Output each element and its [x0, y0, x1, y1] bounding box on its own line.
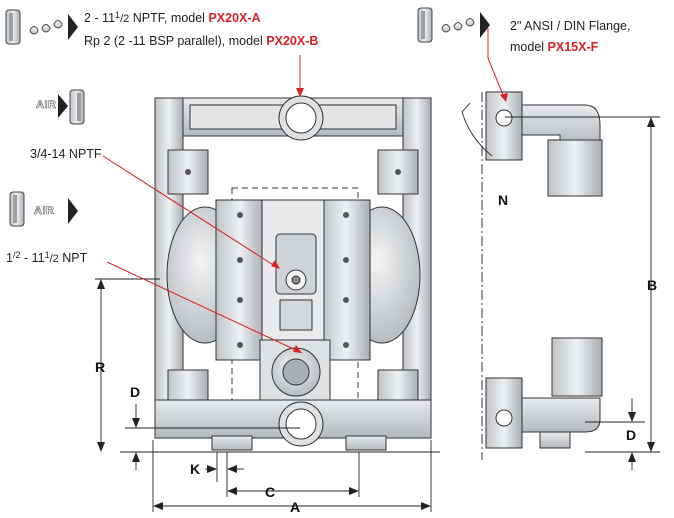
flange-label-line2: model PX15X-F [510, 40, 599, 54]
fluid-port-drops-icon [417, 7, 490, 43]
leader-lines [102, 28, 506, 353]
fluid-bsp-label: Rp 2 (2 -11 BSP parallel), model PX20X-B [84, 34, 318, 48]
flange-elbow-bottom [521, 397, 601, 433]
dim-b-label: B [647, 277, 657, 293]
flange-label-line1: 2" ANSI / DIN Flange, [510, 19, 630, 33]
flange-elbow-top [521, 104, 601, 146]
air-exhaust-label: 1/2 - 111/2 NPT [6, 250, 88, 265]
air-inlet-badge: AIR [36, 99, 56, 111]
fluid-port-drops-icon [5, 9, 78, 45]
air-inlet-label: 3/4-14 NPTF [30, 147, 102, 161]
flange-side-view [485, 91, 603, 449]
pump-body [154, 95, 432, 451]
air-exhaust-icon: AIR [9, 191, 78, 227]
dim-k-label: K [190, 461, 200, 477]
dim-d-left-label: D [130, 384, 140, 400]
clamp-bottom-right [377, 369, 419, 401]
right-fluid-cover [321, 199, 371, 361]
flange-cover-bottom [551, 337, 603, 397]
dim-c-label: C [265, 484, 275, 500]
dim-a-label: A [290, 499, 300, 515]
muffler-block [279, 299, 313, 331]
dim-n-label: N [498, 192, 508, 208]
dimension-arrows [97, 117, 655, 510]
dimension-lines [95, 102, 660, 512]
air-exhaust-badge: AIR [34, 205, 54, 217]
left-fluid-cover [215, 199, 265, 361]
dim-d-right-label: D [626, 427, 636, 443]
bolts [185, 169, 401, 348]
clamp-bottom-left [167, 369, 209, 401]
left-foot [211, 435, 253, 451]
fluid-npt-label: 2 - 111/2 NPTF, model PX20X-A [84, 10, 261, 25]
right-foot [345, 435, 387, 451]
air-inlet-icon: AIR [36, 89, 85, 125]
flange-cover-top [547, 139, 603, 197]
dim-r-label: R [95, 359, 105, 375]
